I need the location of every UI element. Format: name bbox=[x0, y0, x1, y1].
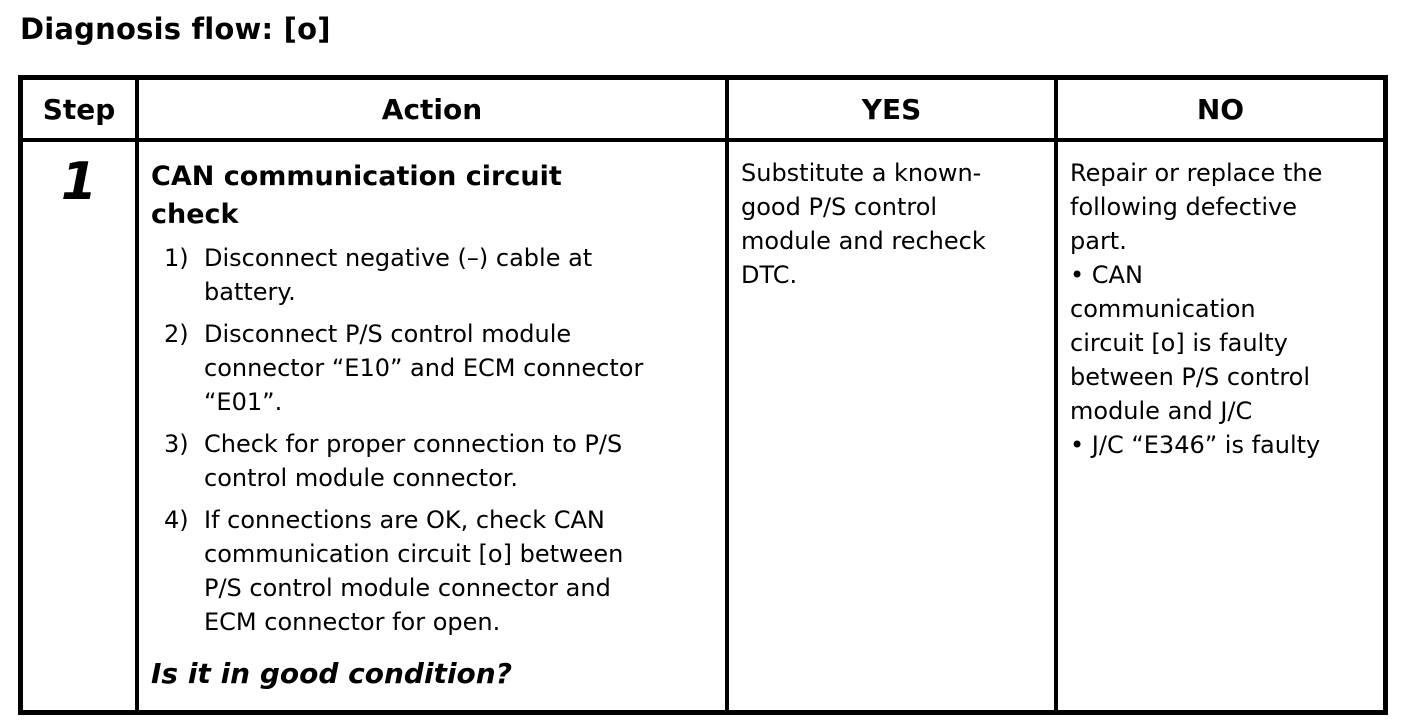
list-item-text: Disconnect negative (–) cable at battery… bbox=[204, 244, 593, 306]
yes-cell: Substitute a known- good P/S control mod… bbox=[725, 142, 1054, 710]
list-item-text: Disconnect P/S control module connector … bbox=[204, 320, 644, 416]
action-steps-list: 1) Disconnect negative (–) cable at batte… bbox=[151, 241, 713, 639]
no-cell: Repair or replace the following defectiv… bbox=[1054, 142, 1383, 710]
action-cell: CAN communication circuit check 1) Discon… bbox=[135, 142, 725, 710]
list-item-text: Check for proper connection to P/S contr… bbox=[204, 430, 623, 492]
condition-question: Is it in good condition? bbox=[151, 657, 512, 690]
list-item-text: If connections are OK, check CAN communi… bbox=[204, 506, 624, 636]
page-title: Diagnosis flow: [o] bbox=[20, 12, 331, 46]
header-cell-action: Action bbox=[135, 80, 725, 142]
list-item-number: 3) bbox=[164, 430, 189, 458]
list-item-number: 4) bbox=[164, 506, 189, 534]
step-number: 1 bbox=[60, 152, 98, 212]
list-item: 2) Disconnect P/S control module connecto… bbox=[164, 317, 713, 419]
diagnosis-table: Step Action YES NO 1 CAN communication c… bbox=[18, 75, 1388, 715]
step-cell: 1 bbox=[23, 142, 135, 710]
action-heading: CAN communication circuit check bbox=[151, 161, 562, 230]
list-item: 4) If connections are OK, check CAN commu… bbox=[164, 503, 713, 639]
header-cell-yes: YES bbox=[725, 80, 1054, 142]
header-cell-no: NO bbox=[1054, 80, 1383, 142]
list-item-number: 2) bbox=[164, 320, 189, 348]
list-item: 1) Disconnect negative (–) cable at batte… bbox=[164, 241, 713, 309]
list-item: 3) Check for proper connection to P/S con… bbox=[164, 427, 713, 495]
header-cell-step: Step bbox=[23, 80, 135, 142]
list-item-number: 1) bbox=[164, 244, 189, 272]
